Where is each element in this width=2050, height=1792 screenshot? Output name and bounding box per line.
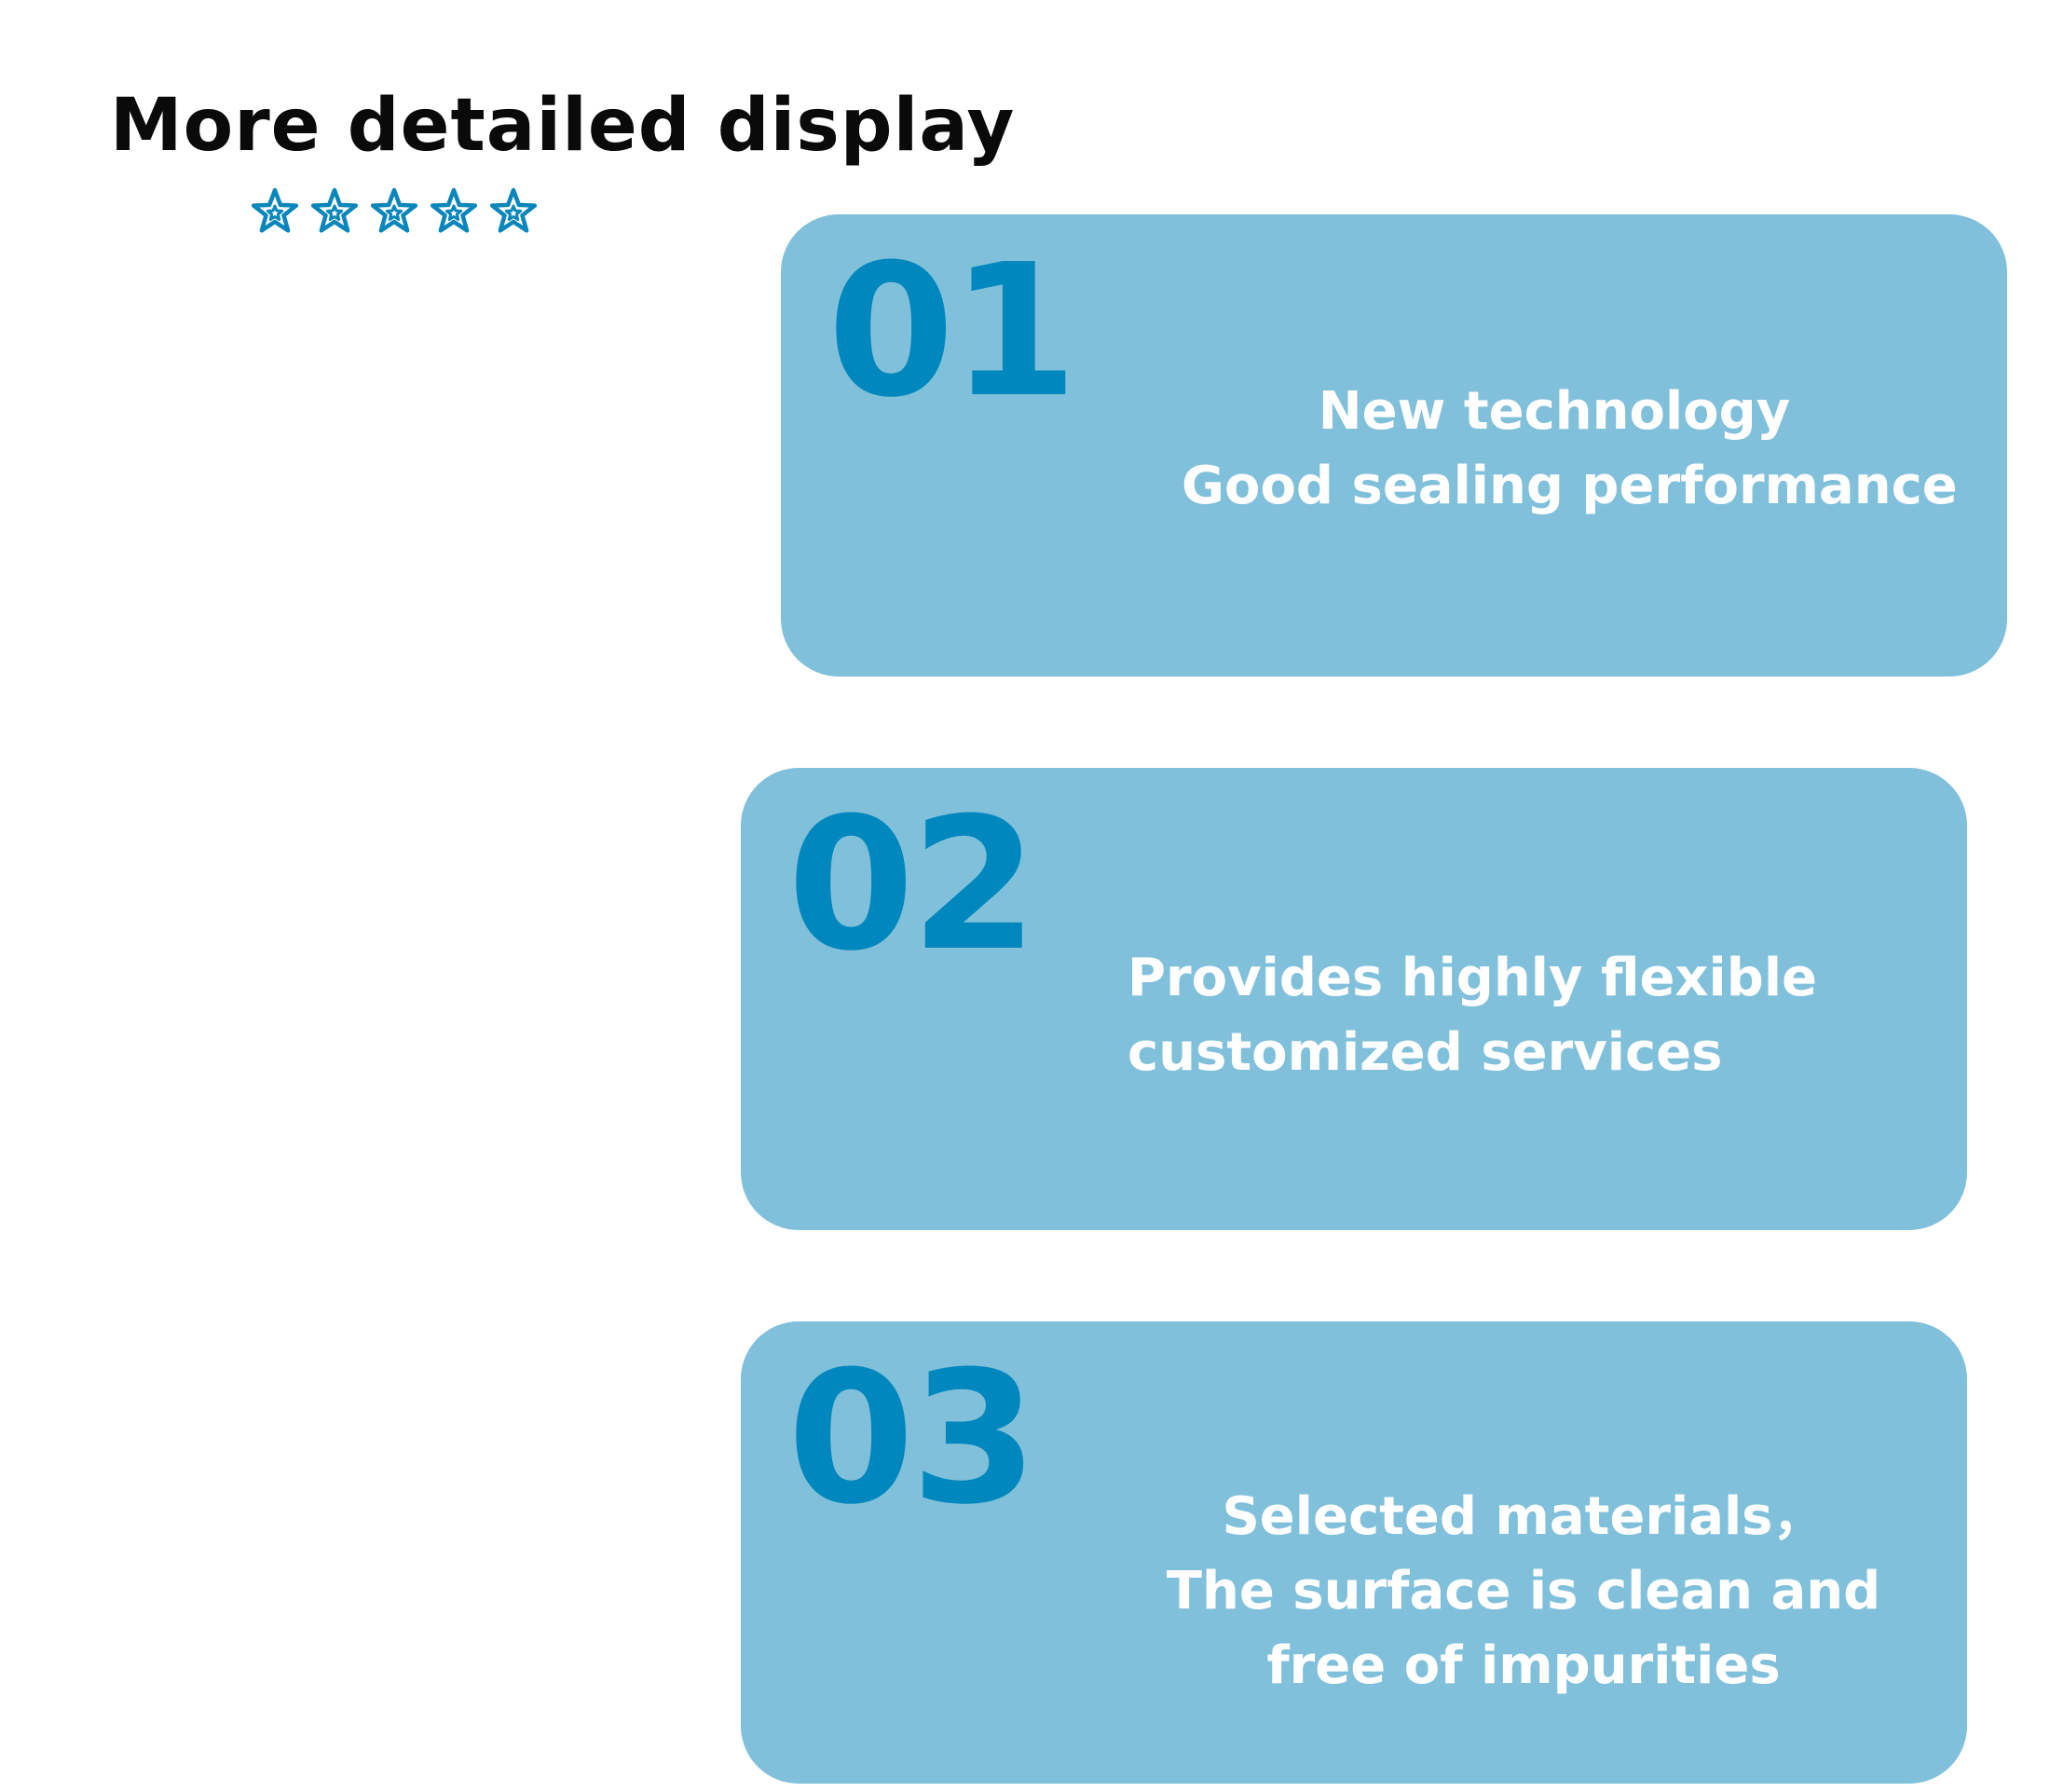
card-number: 03 [787, 1333, 1038, 1545]
card-description: Provides highly flexible customized serv… [1128, 941, 1892, 1090]
card-number: 01 [827, 226, 1078, 438]
card-description-line: free of impurities [1266, 1635, 1781, 1696]
star-icon [490, 185, 537, 237]
card-description-line: New technology [1318, 381, 1791, 442]
page-title: More detailed display [110, 84, 1016, 168]
star-icon [311, 185, 358, 237]
card-number: 02 [787, 779, 1038, 992]
feature-card-1: 01 New technology Good sealing performan… [781, 214, 2007, 677]
star-icon [371, 185, 417, 237]
card-description: New technology Good sealing performance [1182, 375, 1958, 524]
feature-card-2: 02 Provides highly flexible customized s… [741, 768, 1967, 1230]
star-icon [430, 185, 477, 237]
card-description-line: Provides highly flexible [1128, 948, 1818, 1008]
card-description-line: Good sealing performance [1182, 456, 1958, 516]
star-rating [252, 185, 537, 237]
card-description: Selected materials， The surface is clean… [1151, 1480, 1896, 1703]
card-description-line: Selected materials， [1222, 1486, 1825, 1547]
card-description-line: customized services [1128, 1022, 1723, 1083]
star-icon [252, 185, 298, 237]
card-description-line: The surface is clean and [1166, 1561, 1881, 1621]
feature-card-3: 03 Selected materials， The surface is cl… [741, 1321, 1967, 1784]
